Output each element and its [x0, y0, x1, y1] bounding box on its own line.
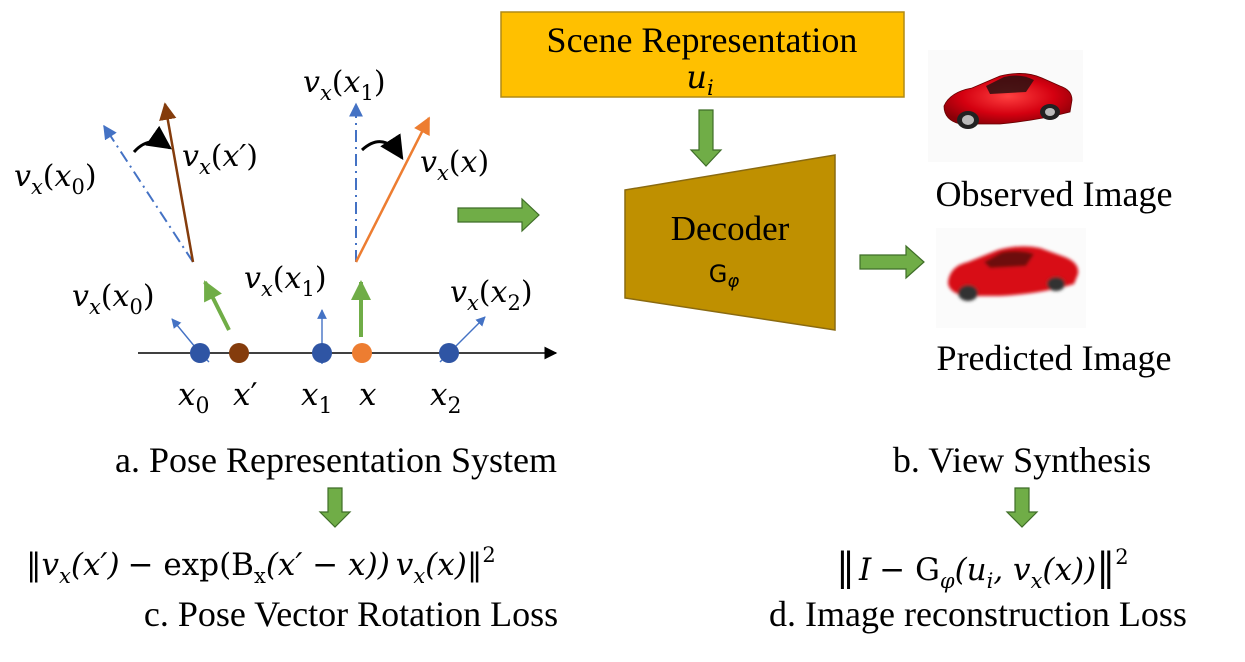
label-vx-xprime: vx(x′) — [182, 139, 258, 179]
label-point-x2: x2 — [430, 377, 461, 419]
scene-box-title: Scene Representation — [547, 20, 858, 60]
caption-d: d. Image reconstruction Loss — [769, 594, 1187, 634]
decoder-title: Decoder — [671, 209, 790, 248]
rotation-arc-left — [132, 125, 172, 154]
vector-vx-xprime — [159, 102, 195, 263]
label-point-x1: x1 — [301, 377, 332, 419]
formula-recon-loss: ‖I− Gφ(ui, vx(x))‖2 — [836, 545, 1129, 593]
arrow-a-to-c — [318, 487, 352, 528]
caption-c: c. Pose Vector Rotation Loss — [144, 594, 558, 634]
predicted-car-image — [936, 228, 1086, 328]
scene-var: ui — [686, 58, 713, 100]
predicted-image-label: Predicted Image — [937, 338, 1172, 378]
pose-system: vx(x1) vx(x0) vx(x′) vx(x) vx(x1) vx(x0)… — [14, 65, 558, 419]
formula-rotation-loss: ‖vx(x′)− exp(Bx(x′ − x))vx(x)‖2 — [26, 543, 496, 588]
point-x0 — [190, 343, 210, 363]
label-point-x0: x0 — [178, 377, 209, 419]
arrow-b-to-d — [1005, 487, 1039, 528]
decoder-trapezoid — [624, 154, 836, 331]
point-x1 — [312, 343, 332, 363]
scene-box-rect — [500, 11, 905, 98]
label-vx-x: vx(x) — [420, 145, 489, 185]
decoder-symbol: Gφ — [709, 260, 740, 292]
label-vx-x2: vx(x2) — [450, 275, 533, 315]
label-vx-x1-mid: vx(x1) — [244, 261, 327, 301]
green-arrow-xprime — [203, 280, 231, 331]
point-xprime — [229, 343, 249, 363]
observed-car-image — [928, 50, 1083, 162]
caption-a: a. Pose Representation System — [115, 440, 557, 480]
label-point-x: x — [359, 377, 377, 413]
label-vx-x0-left: vx(x0) — [14, 159, 97, 199]
vector-vx-x0-dashed — [103, 124, 194, 263]
arrow-pose-to-decoder — [457, 197, 540, 233]
point-x — [352, 343, 372, 363]
decoder-block: Decoder Gφ — [624, 154, 836, 331]
vector-vx-x — [354, 116, 431, 263]
arrow-scene-to-decoder — [689, 109, 723, 167]
label-point-xprime: x′ — [233, 377, 258, 413]
rotation-arc-right — [360, 133, 404, 161]
arrow-decoder-to-image — [859, 244, 925, 280]
point-x2 — [439, 343, 459, 363]
label-vx-x1-top: vx(x1) — [303, 65, 386, 105]
scene-representation-box: Scene Representation ui — [500, 11, 905, 100]
label-vx-x0-low: vx(x0) — [72, 279, 155, 319]
caption-b: b. View Synthesis — [893, 440, 1151, 480]
observed-image-label: Observed Image — [936, 174, 1173, 214]
